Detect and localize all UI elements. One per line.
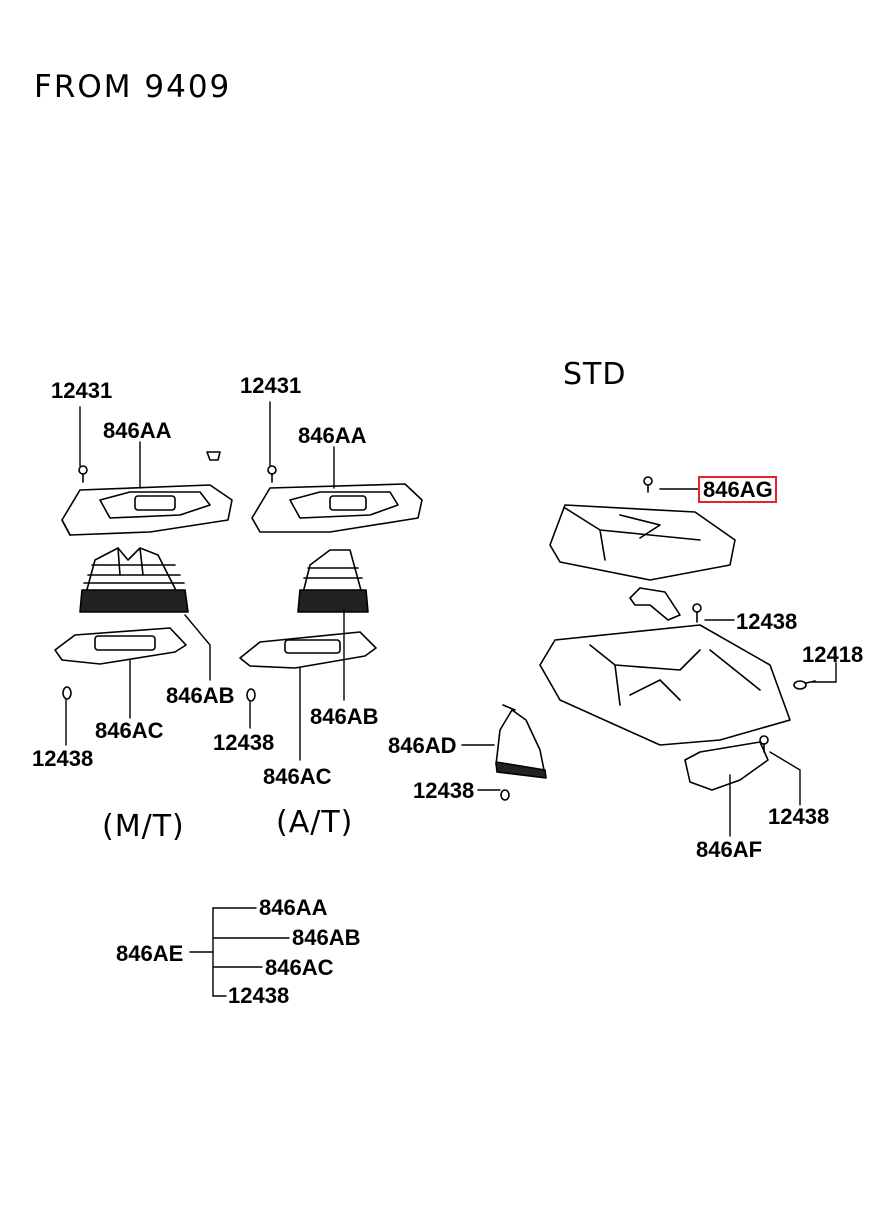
label-kit-846AA: 846AA: [259, 895, 328, 920]
label-mt-846AB: 846AB: [166, 683, 235, 708]
at-screw-12438: [246, 688, 256, 702]
std-screw-846AG: [643, 476, 653, 493]
std-screw-12438-b: [759, 735, 769, 753]
section-std: STD: [563, 357, 627, 392]
at-leaders: [249, 401, 345, 761]
label-at-12431: 12431: [240, 373, 302, 398]
at-top-plate: [251, 483, 423, 533]
mt-screw-12438: [62, 686, 72, 700]
label-std-12438-b: 12438: [768, 804, 830, 829]
std-console-body: [539, 624, 791, 746]
mt-base-plate: [54, 627, 187, 665]
at-base-plate: [239, 631, 377, 669]
label-std-12438-a: 12438: [736, 609, 798, 634]
label-kit-846AC: 846AC: [265, 955, 334, 980]
kit-bracket: [189, 907, 290, 997]
page-title: FROM 9409: [34, 69, 232, 105]
label-at-846AB: 846AB: [310, 704, 379, 729]
label-at-846AC: 846AC: [263, 764, 332, 789]
ad-leaders: [461, 744, 501, 791]
label-ad-846AD: 846AD: [388, 733, 457, 758]
at-boot: [297, 549, 369, 613]
std-leaders: [659, 488, 837, 837]
mt-clip: [206, 451, 221, 461]
label-std-12418: 12418: [802, 642, 864, 667]
std-bracket-846AF: [684, 741, 769, 791]
label-at-12438: 12438: [213, 730, 275, 755]
label-mt-846AA: 846AA: [103, 418, 172, 443]
shift-cover-846AD: [495, 704, 547, 779]
section-at: (A/T): [276, 805, 354, 840]
std-lid: [549, 504, 736, 581]
section-mt: (M/T): [102, 809, 185, 844]
label-kit-846AE: 846AE: [116, 941, 184, 966]
label-kit-12438: 12438: [228, 983, 290, 1008]
label-mt-846AC: 846AC: [95, 718, 164, 743]
label-at-846AA: 846AA: [298, 423, 367, 448]
label-ad-12438: 12438: [413, 778, 475, 803]
std-bracket: [629, 587, 681, 621]
at-screw-12431: [267, 465, 277, 483]
ad-screw-12438: [500, 789, 510, 801]
label-mt-12438: 12438: [32, 746, 94, 771]
mt-leaders: [65, 406, 211, 746]
mt-top-plate: [61, 484, 233, 536]
label-mt-12431: 12431: [51, 378, 113, 403]
label-std-846AF: 846AF: [696, 837, 763, 862]
mt-boot: [79, 547, 189, 613]
std-screw-12438-a: [692, 603, 702, 623]
label-std-846AG-highlighted[interactable]: 846AG: [698, 476, 777, 503]
mt-screw-12431: [78, 465, 88, 483]
label-kit-846AB: 846AB: [292, 925, 361, 950]
